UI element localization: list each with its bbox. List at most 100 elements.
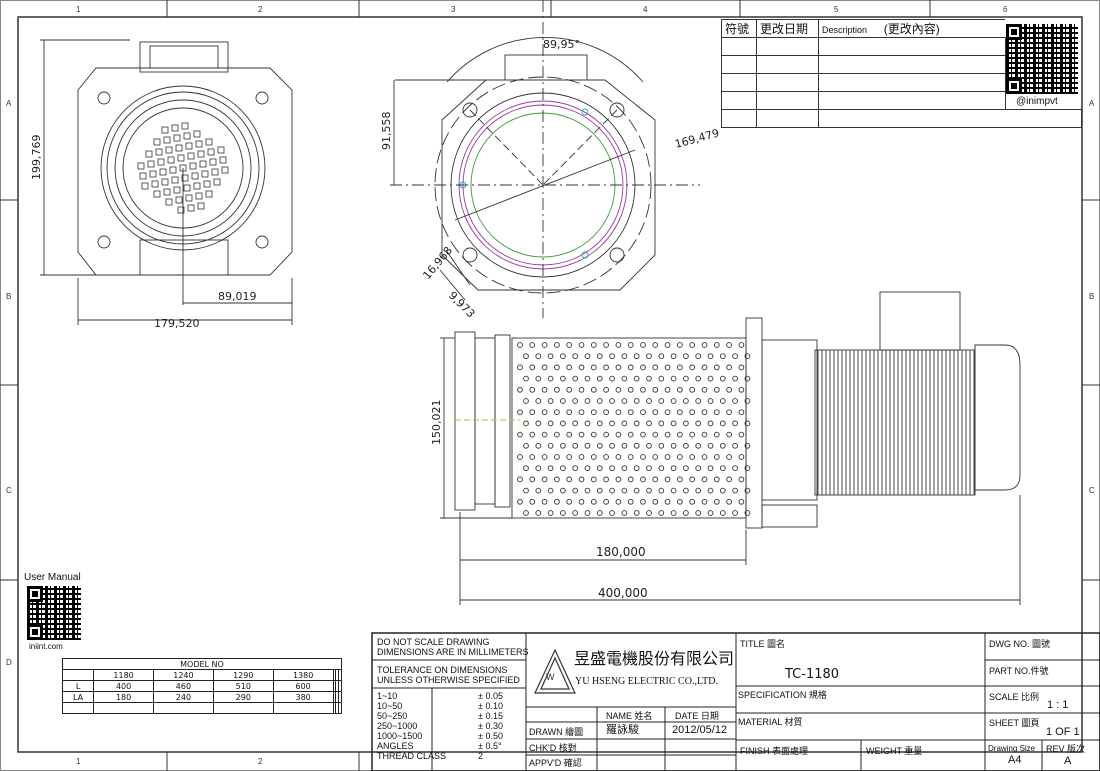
filter-hole <box>596 465 603 472</box>
filter-hole <box>584 420 591 427</box>
filter-hole <box>670 510 677 516</box>
filter-hole <box>627 364 634 371</box>
user-manual-label: User Manual <box>24 572 81 583</box>
filter-hole <box>640 498 646 505</box>
model-table-title: MODEL NO <box>62 658 342 670</box>
tolerance-heading-1: TOLERANCE ON DIMENSIONS <box>377 665 508 675</box>
vent-slot <box>183 184 191 192</box>
tolerance-range: 1000~1500 <box>377 731 423 741</box>
filter-hole <box>744 487 751 494</box>
filter-hole <box>523 353 529 360</box>
dim-left-half-width: 89,019 <box>218 290 257 303</box>
filter-hole <box>664 498 671 505</box>
filter-hole <box>584 375 591 382</box>
filter-hole <box>677 431 683 438</box>
filter-hole <box>633 465 640 472</box>
filter-hole <box>584 487 591 494</box>
filter-hole <box>578 476 585 483</box>
filter-hole <box>695 510 702 516</box>
filter-hole <box>726 364 732 371</box>
filter-hole <box>695 420 702 427</box>
filter-hole <box>554 454 560 460</box>
filter-hole <box>738 498 745 505</box>
vent-slot <box>193 130 201 138</box>
model-table-cell <box>338 669 342 681</box>
filter-hole <box>541 498 548 505</box>
rev-label: REV 版次 <box>1046 744 1086 754</box>
filter-hole <box>646 375 652 382</box>
filter-hole <box>603 386 609 393</box>
filter-hole <box>689 454 696 460</box>
filter-hole <box>603 431 609 438</box>
filter-hole <box>670 487 677 494</box>
vent-slot <box>173 186 181 194</box>
filter-hole <box>677 386 683 393</box>
vent-slot <box>161 178 169 186</box>
tolerance-value: ± 0.15 <box>478 711 503 721</box>
vent-slot <box>163 136 171 144</box>
filter-hole <box>670 442 677 449</box>
filter-hole <box>707 420 714 427</box>
filter-hole <box>726 342 732 348</box>
filter-hole <box>732 420 738 427</box>
vent-slot <box>153 190 161 198</box>
filter-hole <box>713 342 720 348</box>
filter-hole <box>695 353 702 360</box>
filter-hole <box>609 398 615 404</box>
vent-slot <box>211 168 219 176</box>
filter-hole <box>726 431 732 438</box>
filter-hole <box>535 510 542 516</box>
filter-hole <box>584 465 591 472</box>
filter-hole <box>547 398 554 404</box>
filter-hole <box>621 398 628 404</box>
filter-hole <box>701 431 708 438</box>
filter-hole <box>695 487 702 494</box>
zone-row-b: B <box>6 292 11 301</box>
filter-hole <box>609 442 615 449</box>
model-table-cell <box>153 702 214 714</box>
filter-hole <box>554 409 560 416</box>
filter-hole <box>640 386 646 393</box>
company-logo: W <box>534 648 576 694</box>
filter-hole <box>590 342 597 348</box>
filter-hole <box>609 420 615 427</box>
filter-hole <box>529 498 536 505</box>
filter-hole <box>640 409 646 416</box>
filter-hole <box>541 342 548 348</box>
vent-slot <box>159 168 167 176</box>
vent-slot <box>165 198 173 206</box>
filter-hole <box>713 431 720 438</box>
filter-hole <box>670 398 677 404</box>
zone-col-1-bottom: 1 <box>76 757 81 766</box>
filter-hole <box>744 353 751 360</box>
filter-hole <box>603 342 609 348</box>
vent-slot <box>221 166 229 174</box>
filter-hole <box>572 442 579 449</box>
filter-hole <box>695 442 702 449</box>
filter-hole <box>726 454 732 460</box>
filter-hole <box>535 420 542 427</box>
filter-hole <box>670 420 677 427</box>
filter-hole <box>744 442 751 449</box>
filter-hole <box>560 510 566 516</box>
filter-hole <box>652 476 659 483</box>
social-qr-code[interactable] <box>1006 24 1078 94</box>
filter-hole <box>707 510 714 516</box>
filter-hole <box>609 465 615 472</box>
filter-hole <box>517 498 523 505</box>
filter-hole <box>541 364 548 371</box>
filter-hole <box>683 375 689 382</box>
filter-hole <box>646 465 652 472</box>
filter-hole <box>517 431 523 438</box>
vent-slot <box>213 178 221 186</box>
model-table-cell <box>212 702 274 714</box>
filter-hole <box>652 342 659 348</box>
filter-hole <box>621 465 628 472</box>
user-manual-qr-code[interactable] <box>27 586 81 640</box>
filter-hole <box>547 510 554 516</box>
drawn-name: 羅詠駿 <box>606 724 639 736</box>
vent-slot <box>187 204 195 212</box>
filter-hole <box>707 375 714 382</box>
filter-hole <box>683 510 689 516</box>
